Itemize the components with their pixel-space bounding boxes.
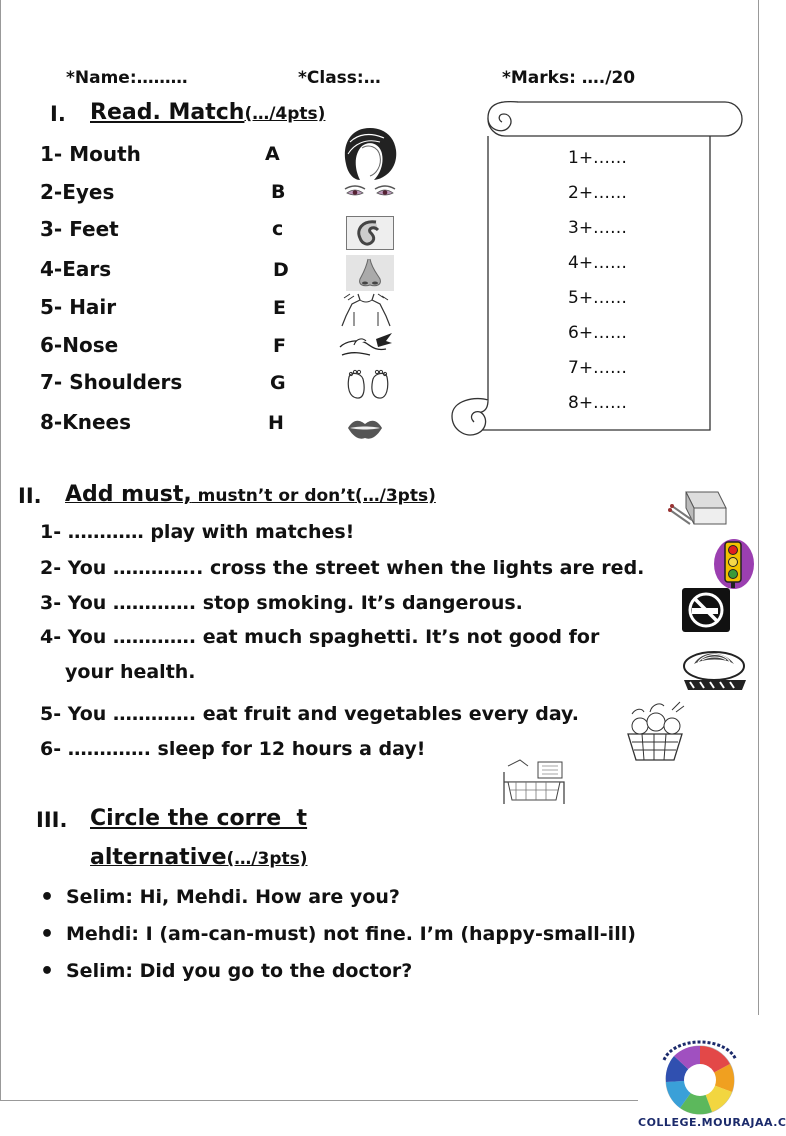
match-letter-e: E [273,297,286,319]
sentence-4-continued: your health. [65,661,196,683]
match-letter-d: D [273,259,289,281]
page-border-right [758,0,759,1015]
section-1-heading: Read. Match(…/4pts) [90,100,325,125]
answer-scroll [451,100,743,436]
sentence-4: 4- You …………. eat much spaghetti. It’s no… [40,626,600,648]
item-number: 6- [40,333,63,357]
section-3-points: (…/3pts) [226,849,308,869]
item-word: Nose [62,333,119,357]
answer-line-5: 5+…… [568,288,628,308]
section-1-points: (…/4pts) [244,104,326,124]
section-2-title-rest: mustn’t or don’t [191,486,355,506]
no-smoking-icon [682,588,730,632]
section-3-title-line-2: alternative [90,845,227,870]
item-word: Shoulders [69,370,183,394]
section-2-points: (…/3pts) [354,486,436,506]
answer-line-3: 3+…… [568,218,628,238]
feet-icon [347,369,389,399]
page-border-bottom [0,1100,638,1101]
item-word: Ears [62,257,112,281]
section-3-heading-line-2: alternative(…/3pts) [90,845,308,870]
item-number: 5- [40,295,63,319]
sentence-6: 6- …………. sleep for 12 hours a day! [40,738,426,760]
knee-icon [339,333,392,356]
site-logo-text: COLLEGE.MOURAJAA.COM [638,1116,786,1129]
answer-line-7: 7+…… [568,358,628,378]
item-word: Knees [62,410,131,434]
site-logo [662,1040,738,1115]
ear-icon [346,216,394,250]
sentence-3: 3- You …………. stop smoking. It’s dangerou… [40,592,523,614]
item-number: 2- [40,180,63,204]
item-number: 8- [40,410,63,434]
item-number: 1- [40,142,63,166]
answer-line-4: 4+…… [568,253,628,273]
item-number: 4- [40,257,63,281]
name-field: *Name:……… [66,68,188,88]
item-word: Feet [69,217,119,241]
section-3-title-line-1: Circle the corre t [90,806,308,831]
sentence-1: 1- ………… play with matches! [40,521,355,543]
item-number: 7- [40,370,63,394]
section-2-title: Add must, [65,482,192,507]
traffic-light-icon [714,539,754,589]
mouth-icon [348,420,382,439]
match-letter-c: c [272,218,284,240]
answer-line-8: 8+…… [568,393,628,413]
item-number: 3- [40,217,63,241]
match-row-2: 2-Eyes [40,180,114,204]
match-row-7: 7- Shoulders [40,370,182,394]
sentence-5: 5- You …………. eat fruit and vegetables ev… [40,703,579,725]
match-letter-h: H [268,412,284,434]
match-letter-f: F [273,335,286,357]
match-row-5: 5- Hair [40,295,116,319]
item-word: Hair [69,295,117,319]
marks-field: *Marks: …./20 [502,68,636,88]
section-1-number: I. [50,102,66,126]
match-row-3: 3- Feet [40,217,119,241]
match-letter-g: G [270,372,286,394]
match-letter-a: A [265,143,280,165]
shoulders-icon [341,293,391,327]
page-border-left [0,0,1,1100]
dialogue-line-3: Selim: Did you go to the doctor? [40,959,412,984]
answer-line-1: 1+…… [568,148,628,168]
match-row-4: 4-Ears [40,257,111,281]
answer-line-6: 6+…… [568,323,628,343]
dialogue-line-1: Selim: Hi, Mehdi. How are you? [40,885,400,910]
eyes-icon [344,185,396,196]
section-2-heading: Add must, mustn’t or don’t(…/3pts) [65,482,436,507]
matches-icon [668,491,727,525]
section-1-title: Read. Match [90,100,245,125]
dialogue-line-2: Mehdi: I (am-can-must) not fine. I’m (ha… [40,922,636,947]
item-word: Eyes [62,180,115,204]
item-word: Mouth [69,142,141,166]
section-3-number: III. [36,808,68,832]
match-row-6: 6-Nose [40,333,118,357]
sentence-2: 2- You ………….. cross the street when the … [40,557,645,579]
answer-line-2: 2+…… [568,183,628,203]
hair-icon [344,128,397,180]
spaghetti-icon [683,651,746,690]
match-letter-b: B [271,181,286,203]
section-2-number: II. [18,484,42,508]
match-row-8: 8-Knees [40,410,131,434]
nose-icon [346,255,394,291]
bed-icon [503,759,565,804]
match-row-1: 1- Mouth [40,142,141,166]
fruit-basket-icon [627,701,685,761]
class-field: *Class:… [298,68,381,88]
